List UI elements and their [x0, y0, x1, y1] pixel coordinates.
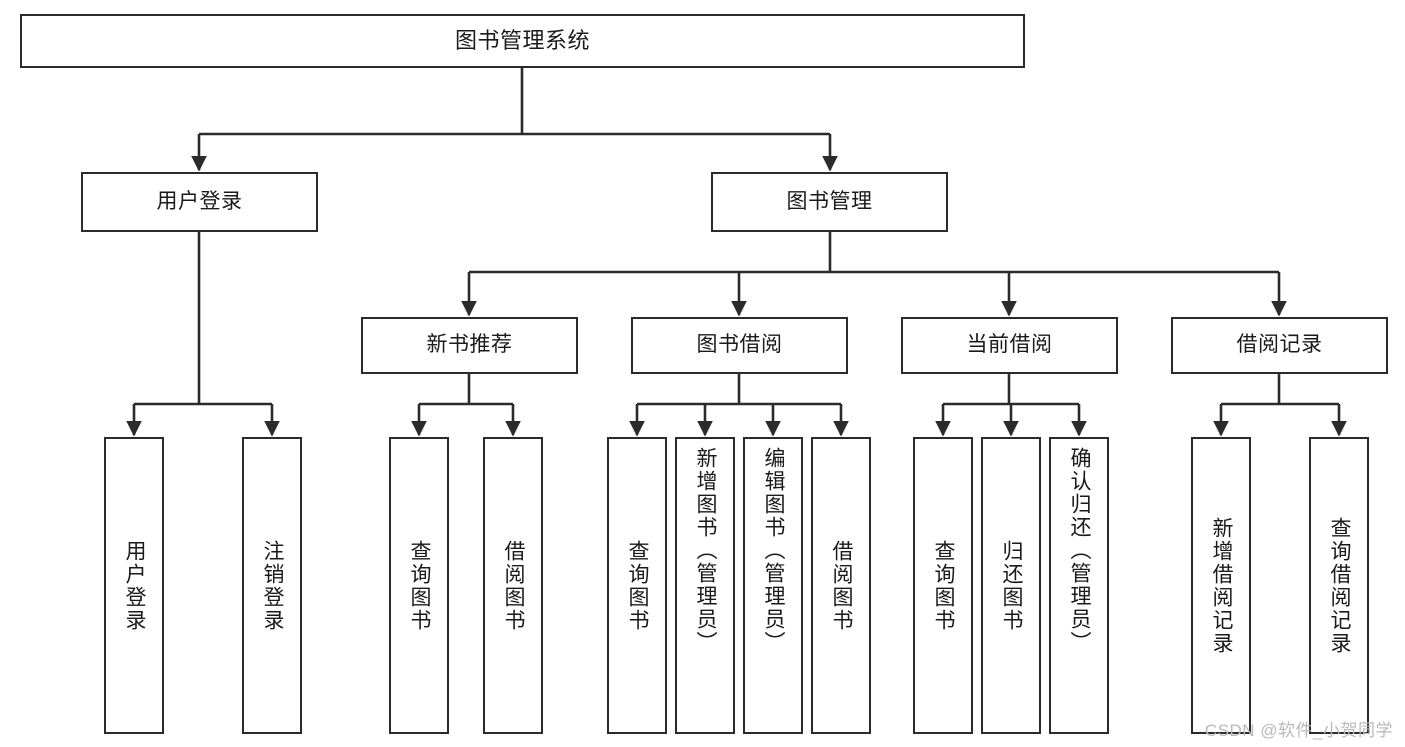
leaf-new-book-borrow[interactable]: 借阅图书 [483, 437, 543, 734]
node-root-book-management-system[interactable]: 图书管理系统 [20, 14, 1025, 68]
node-label: 借阅记录 [1236, 333, 1323, 357]
node-label: 当前借阅 [966, 333, 1053, 357]
node-label: 查询图书 [408, 539, 432, 632]
node-label: 编辑图书（管理员） [762, 447, 786, 654]
node-label: 用户登录 [156, 189, 243, 213]
node-label: 借阅图书 [502, 539, 526, 632]
leaf-current-query-book[interactable]: 查询图书 [913, 437, 973, 734]
node-label: 查询图书 [626, 539, 650, 632]
node-label: 用户登录 [123, 539, 147, 632]
node-label: 查询借阅记录 [1328, 516, 1352, 655]
node-label: 图书管理系统 [454, 28, 590, 54]
leaf-record-add[interactable]: 新增借阅记录 [1191, 437, 1251, 734]
leaf-record-query[interactable]: 查询借阅记录 [1309, 437, 1369, 734]
node-label: 注销登录 [261, 539, 285, 632]
leaf-logout[interactable]: 注销登录 [242, 437, 302, 734]
node-label: 借阅图书 [830, 539, 854, 632]
leaf-current-return-book[interactable]: 归还图书 [981, 437, 1041, 734]
node-label: 图书借阅 [696, 333, 783, 357]
node-book-management[interactable]: 图书管理 [711, 172, 948, 232]
node-label: 新增图书（管理员） [694, 447, 718, 654]
node-borrow-record[interactable]: 借阅记录 [1171, 317, 1388, 374]
leaf-user-login[interactable]: 用户登录 [104, 437, 164, 734]
node-label: 新书推荐 [426, 333, 513, 357]
leaf-borrow-query-book[interactable]: 查询图书 [607, 437, 667, 734]
watermark: CSDN @软件_小贺同学 [1204, 721, 1393, 740]
node-book-borrow[interactable]: 图书借阅 [631, 317, 848, 374]
leaf-borrow-add-book-admin[interactable]: 新增图书（管理员） [675, 437, 735, 734]
node-label: 查询图书 [932, 539, 956, 632]
leaf-current-confirm-return-admin[interactable]: 确认归还（管理员） [1049, 437, 1109, 734]
node-label: 归还图书 [1000, 539, 1024, 632]
node-user-login[interactable]: 用户登录 [81, 172, 318, 232]
node-current-borrow[interactable]: 当前借阅 [901, 317, 1118, 374]
leaf-borrow-edit-book-admin[interactable]: 编辑图书（管理员） [743, 437, 803, 734]
node-label: 图书管理 [786, 189, 873, 213]
node-label: 确认归还（管理员） [1068, 447, 1092, 654]
leaf-borrow-borrow-book[interactable]: 借阅图书 [811, 437, 871, 734]
node-new-book-recommendation[interactable]: 新书推荐 [361, 317, 578, 374]
node-label: 新增借阅记录 [1210, 516, 1234, 655]
leaf-new-book-query[interactable]: 查询图书 [389, 437, 449, 734]
